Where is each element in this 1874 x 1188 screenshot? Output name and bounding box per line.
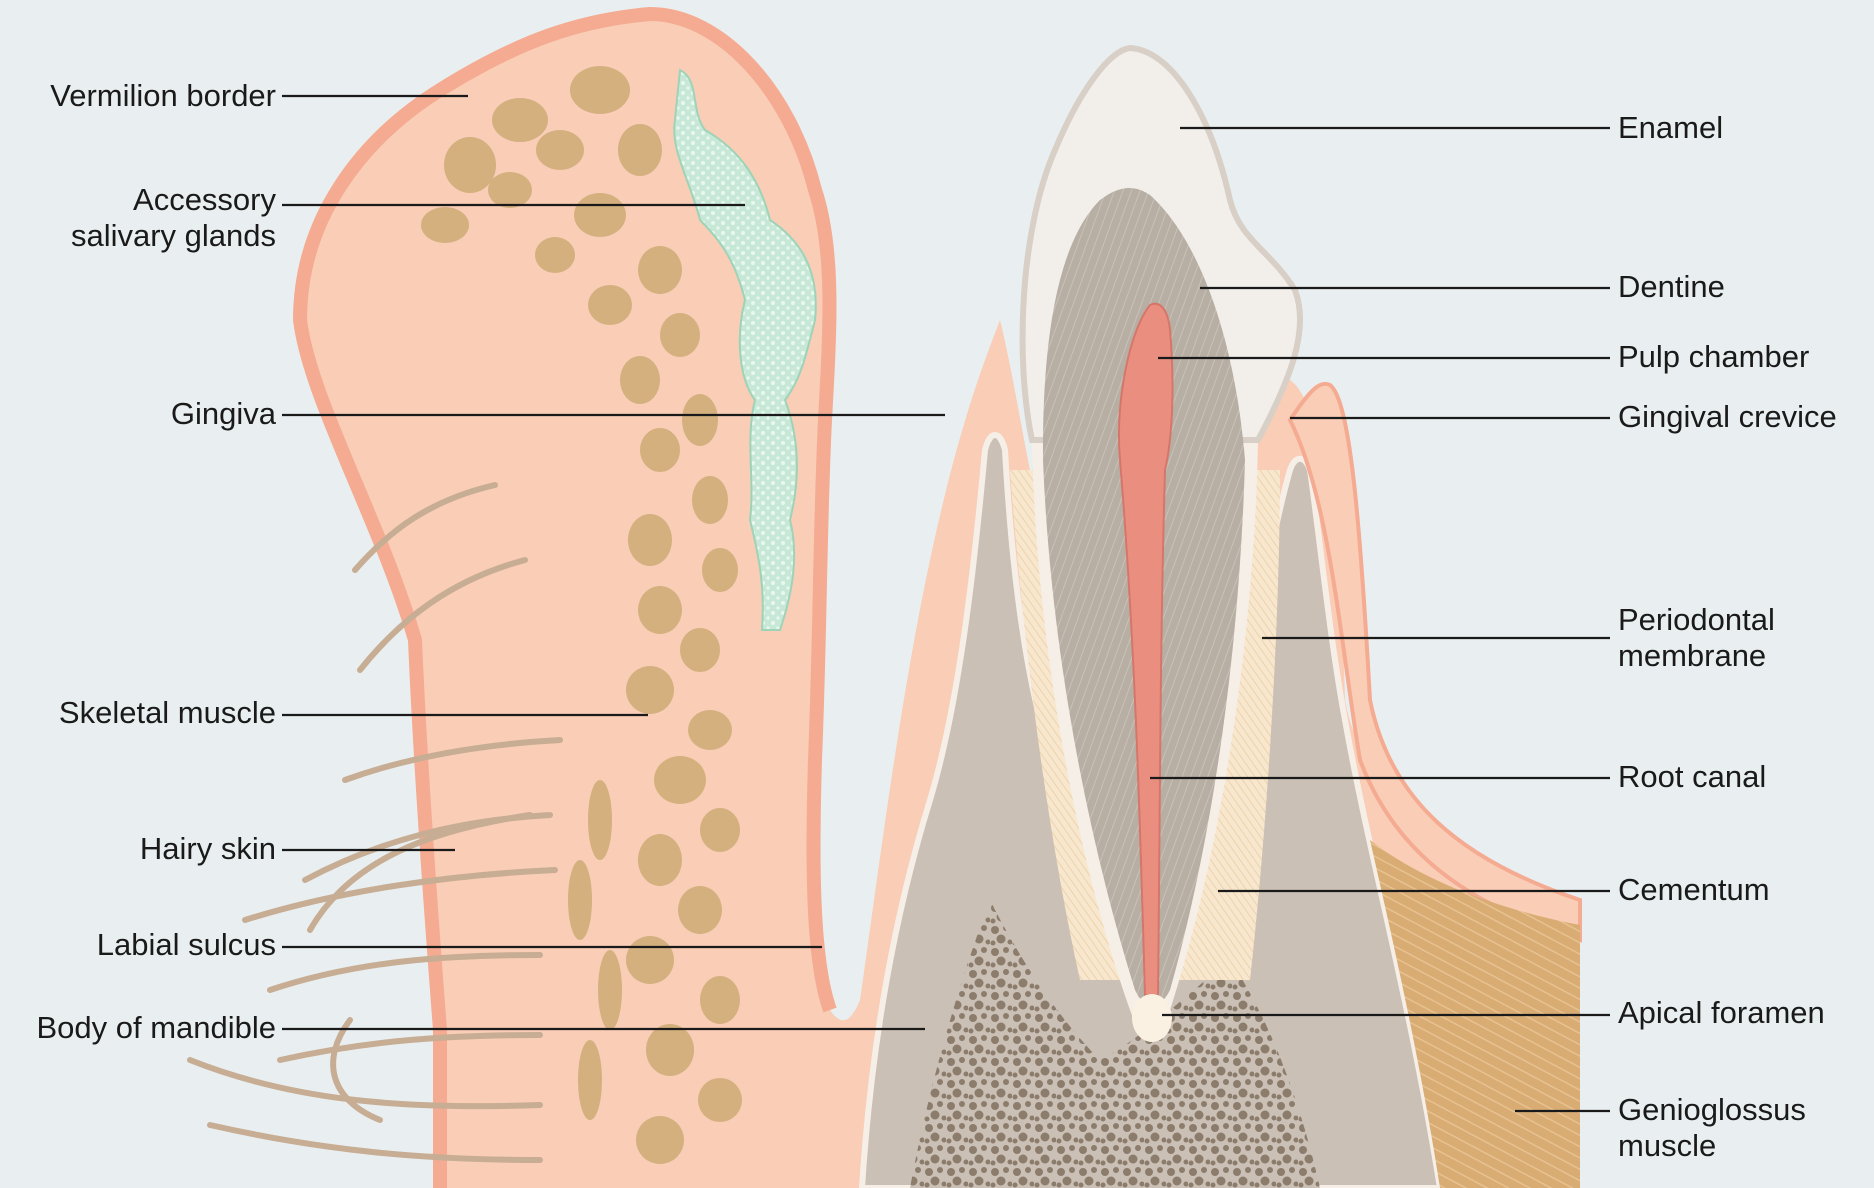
apical-foramen [1132,994,1172,1042]
label-body-of-mandible: Body of mandible [36,1010,276,1046]
label-accessory-salivary-glands: Accessorysalivary glands [71,182,276,254]
label-gingival-crevice-line-0: Gingival crevice [1618,399,1837,435]
label-periodontal-membrane-line-0: Periodontal [1618,602,1775,638]
label-labial-sulcus: Labial sulcus [97,927,276,963]
label-pulp-chamber-line-0: Pulp chamber [1618,339,1809,375]
label-enamel: Enamel [1618,110,1723,146]
label-root-canal-line-0: Root canal [1618,759,1766,795]
label-dentine-line-0: Dentine [1618,269,1725,305]
label-cementum: Cementum [1618,872,1770,908]
label-cementum-line-0: Cementum [1618,872,1770,908]
label-periodontal-membrane-line-1: membrane [1618,638,1775,674]
label-periodontal-membrane: Periodontalmembrane [1618,602,1775,674]
label-genioglossus-muscle-line-0: Genioglossus [1618,1092,1806,1128]
label-accessory-salivary-glands-line-1: salivary glands [71,218,276,254]
label-enamel-line-0: Enamel [1618,110,1723,146]
label-gingival-crevice: Gingival crevice [1618,399,1837,435]
label-labial-sulcus-line-0: Labial sulcus [97,927,276,963]
label-genioglossus-muscle: Genioglossusmuscle [1618,1092,1806,1164]
label-apical-foramen: Apical foramen [1618,995,1825,1031]
label-gingiva-line-0: Gingiva [171,396,276,432]
label-gingiva: Gingiva [171,396,276,432]
label-vermilion-border: Vermilion border [50,78,276,114]
label-dentine: Dentine [1618,269,1725,305]
label-genioglossus-muscle-line-1: muscle [1618,1128,1806,1164]
label-apical-foramen-line-0: Apical foramen [1618,995,1825,1031]
label-accessory-salivary-glands-line-0: Accessory [71,182,276,218]
label-root-canal: Root canal [1618,759,1766,795]
label-body-of-mandible-line-0: Body of mandible [36,1010,276,1046]
label-vermilion-border-line-0: Vermilion border [50,78,276,114]
label-hairy-skin-line-0: Hairy skin [140,831,276,867]
label-skeletal-muscle-line-0: Skeletal muscle [59,695,276,731]
label-pulp-chamber: Pulp chamber [1618,339,1809,375]
label-skeletal-muscle: Skeletal muscle [59,695,276,731]
label-hairy-skin: Hairy skin [140,831,276,867]
